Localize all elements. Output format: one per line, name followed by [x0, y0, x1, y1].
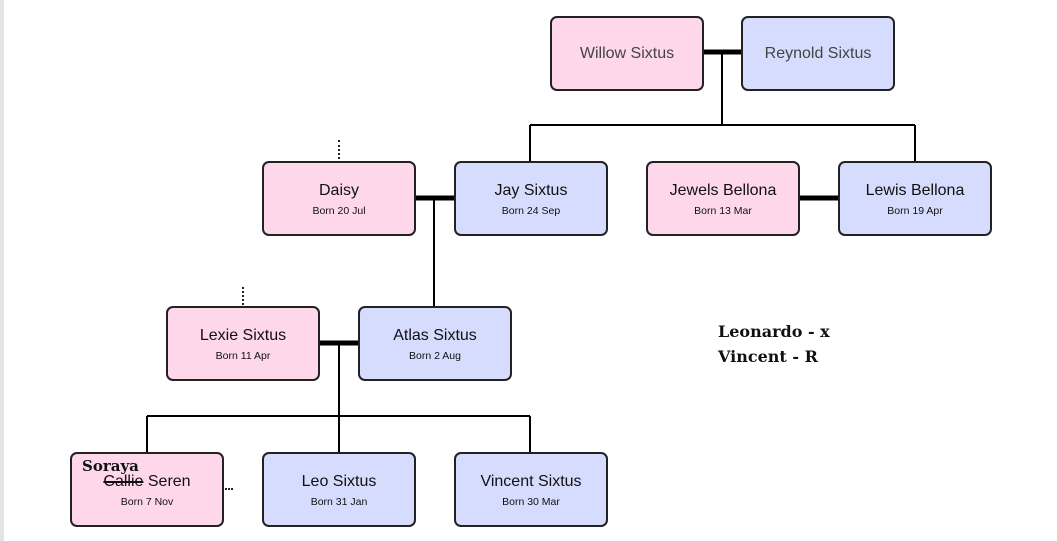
person-name: Willow Sixtus: [579, 45, 675, 62]
left-edge-bar: [0, 0, 4, 541]
person-name: Callie Seren: [72, 472, 222, 492]
side-note-line: Leonardo - x: [718, 322, 830, 341]
person-name: Leo Sixtus: [301, 473, 377, 490]
birth-date: Born 24 Sep: [501, 205, 561, 217]
person-name: Jay Sixtus: [494, 182, 568, 199]
seren-partner-dots: [225, 488, 233, 492]
birth-date: Born 19 Apr: [887, 205, 943, 217]
lexie-parent-dots: [242, 287, 246, 305]
daisy-parent-dots: [338, 140, 342, 159]
person-name: Vincent Sixtus: [480, 473, 582, 490]
side-note-line: Vincent - R: [718, 347, 818, 366]
person-card-jay[interactable]: Jay Sixtus Born 24 Sep: [454, 161, 608, 236]
person-name: Lexie Sixtus: [199, 327, 287, 344]
person-card-vincent[interactable]: Vincent Sixtus Born 30 Mar: [454, 452, 608, 527]
birth-date: Born 11 Apr: [215, 350, 271, 362]
birth-date: Born 7 Nov: [120, 496, 174, 508]
birth-date: Born 31 Jan: [310, 496, 368, 508]
person-card-lexie[interactable]: Lexie Sixtus Born 11 Apr: [166, 306, 320, 381]
person-card-jewels[interactable]: Jewels Bellona Born 13 Mar: [646, 161, 800, 236]
person-name: Atlas Sixtus: [393, 327, 477, 344]
person-card-daisy[interactable]: Daisy Born 20 Jul: [262, 161, 416, 236]
current-name: Seren: [147, 473, 191, 490]
birth-date: Born 2 Aug: [409, 350, 461, 362]
person-name: Lewis Bellona: [865, 182, 965, 199]
birth-date: Born 13 Mar: [694, 205, 752, 217]
person-card-atlas[interactable]: Atlas Sixtus Born 2 Aug: [358, 306, 512, 381]
struck-name: Callie: [103, 473, 144, 490]
birth-date: Born 30 Mar: [502, 496, 560, 508]
person-name: Jewels Bellona: [669, 182, 777, 199]
person-name: Reynold Sixtus: [764, 45, 872, 62]
person-card-willow[interactable]: Willow Sixtus: [550, 16, 704, 91]
birth-date: Born 20 Jul: [312, 205, 366, 217]
person-name: Daisy: [318, 182, 359, 199]
person-card-reynold[interactable]: Reynold Sixtus: [741, 16, 895, 91]
person-card-seren[interactable]: Callie Seren Born 7 Nov: [70, 452, 224, 527]
person-card-leo[interactable]: Leo Sixtus Born 31 Jan: [262, 452, 416, 527]
side-note: Leonardo - x Vincent - R: [718, 319, 830, 369]
rename-annotation: Soraya: [82, 457, 139, 475]
person-card-lewis[interactable]: Lewis Bellona Born 19 Apr: [838, 161, 992, 236]
